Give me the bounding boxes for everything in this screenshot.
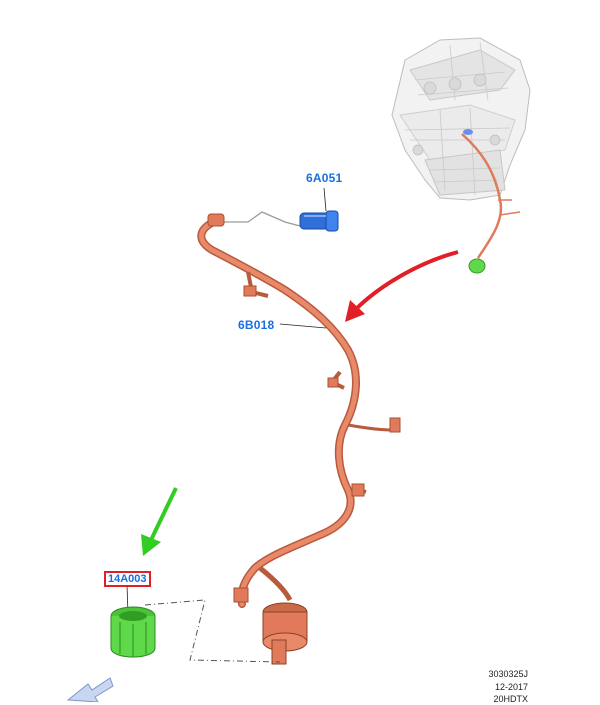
sensor-6a051 bbox=[222, 187, 339, 232]
reference-code: 3030325J bbox=[488, 669, 528, 679]
engine-illustration bbox=[391, 37, 531, 274]
alignment-lines bbox=[144, 599, 281, 663]
direction-arrow-icon bbox=[66, 677, 114, 702]
callout-14a003: 14A003 bbox=[104, 571, 151, 587]
reference-date: 12-2017 bbox=[494, 682, 528, 692]
harness-6b018 bbox=[197, 213, 401, 665]
red-arrow-icon bbox=[345, 250, 459, 322]
connector-14a003 bbox=[110, 584, 156, 658]
callout-6b018: 6B018 bbox=[238, 318, 275, 332]
reference-model: 20HDTX bbox=[493, 694, 528, 704]
green-arrow-icon bbox=[141, 487, 178, 556]
callout-6a051: 6A051 bbox=[306, 171, 343, 185]
